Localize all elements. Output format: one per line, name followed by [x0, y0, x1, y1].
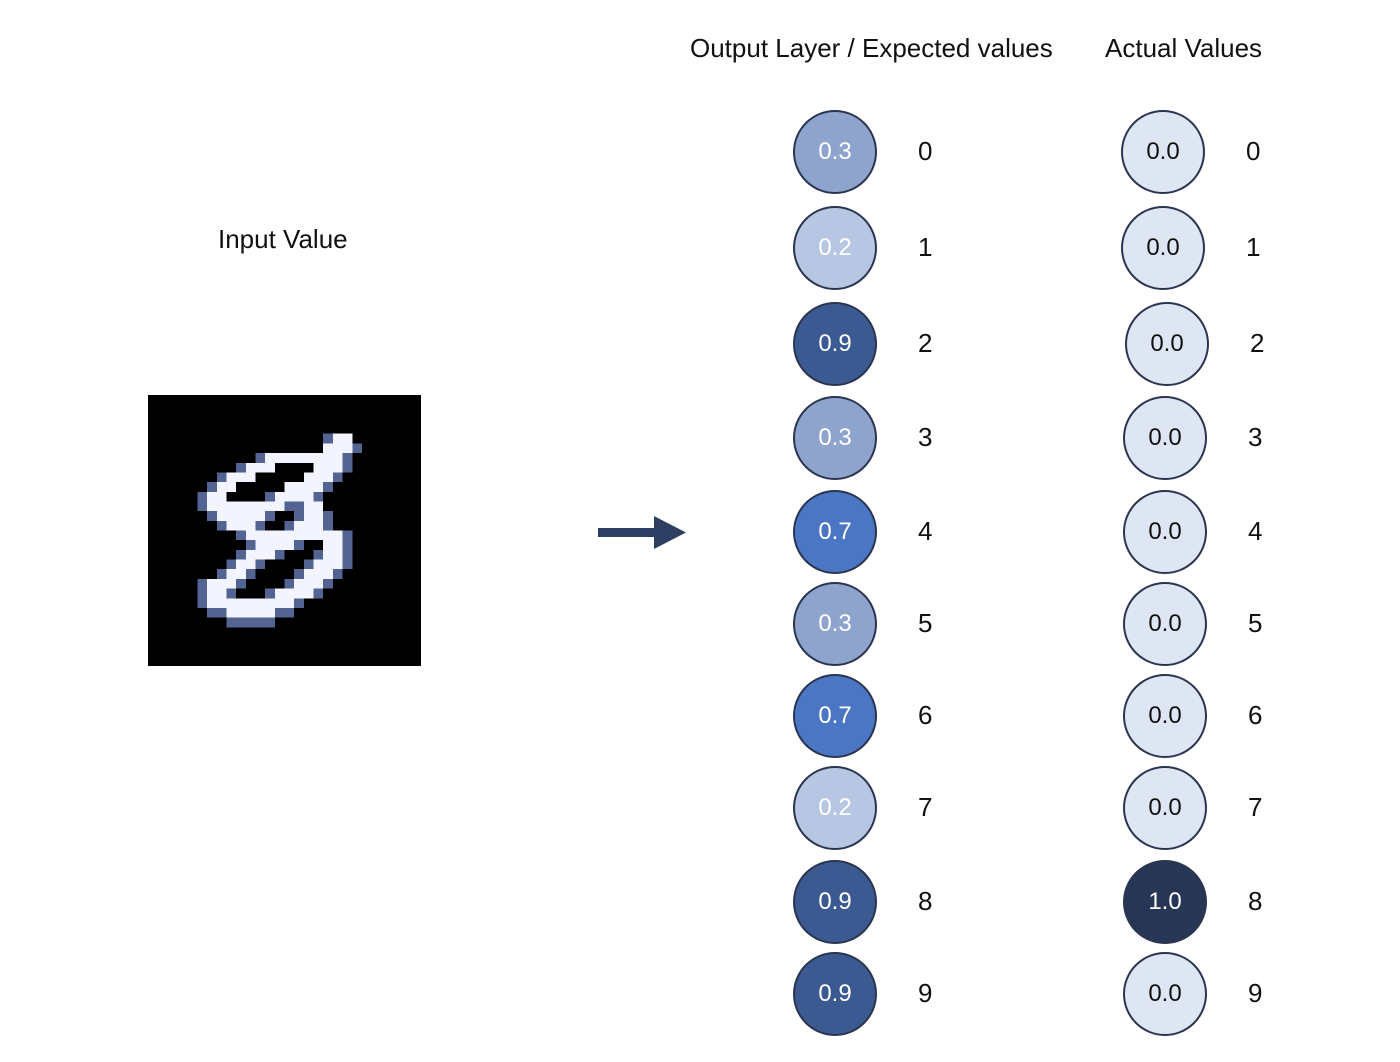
output-node: 0.7: [793, 490, 877, 574]
actual-digit-label: 0: [1246, 136, 1261, 166]
output-digit-label: 9: [918, 978, 933, 1008]
actual-node: 0.0: [1123, 674, 1207, 758]
actual-digit-label: 4: [1248, 516, 1263, 546]
actual-node: 0.0: [1123, 952, 1207, 1036]
handwritten-digit-image: [148, 395, 421, 666]
output-node: 0.9: [793, 860, 877, 944]
actual-node: 0.0: [1123, 766, 1207, 850]
actual-node: 1.0: [1123, 860, 1207, 944]
output-digit-label: 3: [918, 422, 933, 452]
output-node: 0.9: [793, 302, 877, 386]
actual-digit-label: 9: [1248, 978, 1263, 1008]
output-layer-heading: Output Layer / Expected values: [690, 33, 1053, 63]
output-digit-label: 8: [918, 886, 933, 916]
output-node: 0.3: [793, 396, 877, 480]
output-node: 0.2: [793, 766, 877, 850]
actual-node: 0.0: [1121, 110, 1205, 194]
output-digit-label: 2: [918, 328, 933, 358]
output-digit-label: 4: [918, 516, 933, 546]
output-digit-label: 1: [918, 232, 933, 262]
output-node: 0.3: [793, 582, 877, 666]
actual-digit-label: 8: [1248, 886, 1263, 916]
actual-node: 0.0: [1123, 490, 1207, 574]
output-digit-label: 6: [918, 700, 933, 730]
actual-digit-label: 6: [1248, 700, 1263, 730]
actual-node: 0.0: [1125, 302, 1209, 386]
output-digit-label: 0: [918, 136, 933, 166]
actual-digit-label: 7: [1248, 792, 1263, 822]
output-digit-label: 7: [918, 792, 933, 822]
output-digit-label: 5: [918, 608, 933, 638]
actual-values-heading: Actual Values: [1105, 33, 1263, 63]
input-value-heading: Input Value: [218, 224, 348, 254]
output-node: 0.7: [793, 674, 877, 758]
actual-digit-label: 3: [1248, 422, 1263, 452]
actual-digit-label: 5: [1248, 608, 1263, 638]
output-node: 0.2: [793, 206, 877, 290]
actual-node: 0.0: [1123, 396, 1207, 480]
right-arrow-icon: [598, 516, 686, 549]
actual-digit-label: 2: [1250, 328, 1265, 358]
output-node: 0.9: [793, 952, 877, 1036]
actual-digit-label: 1: [1246, 232, 1261, 262]
actual-node: 0.0: [1123, 582, 1207, 666]
actual-node: 0.0: [1121, 206, 1205, 290]
output-node: 0.3: [793, 110, 877, 194]
